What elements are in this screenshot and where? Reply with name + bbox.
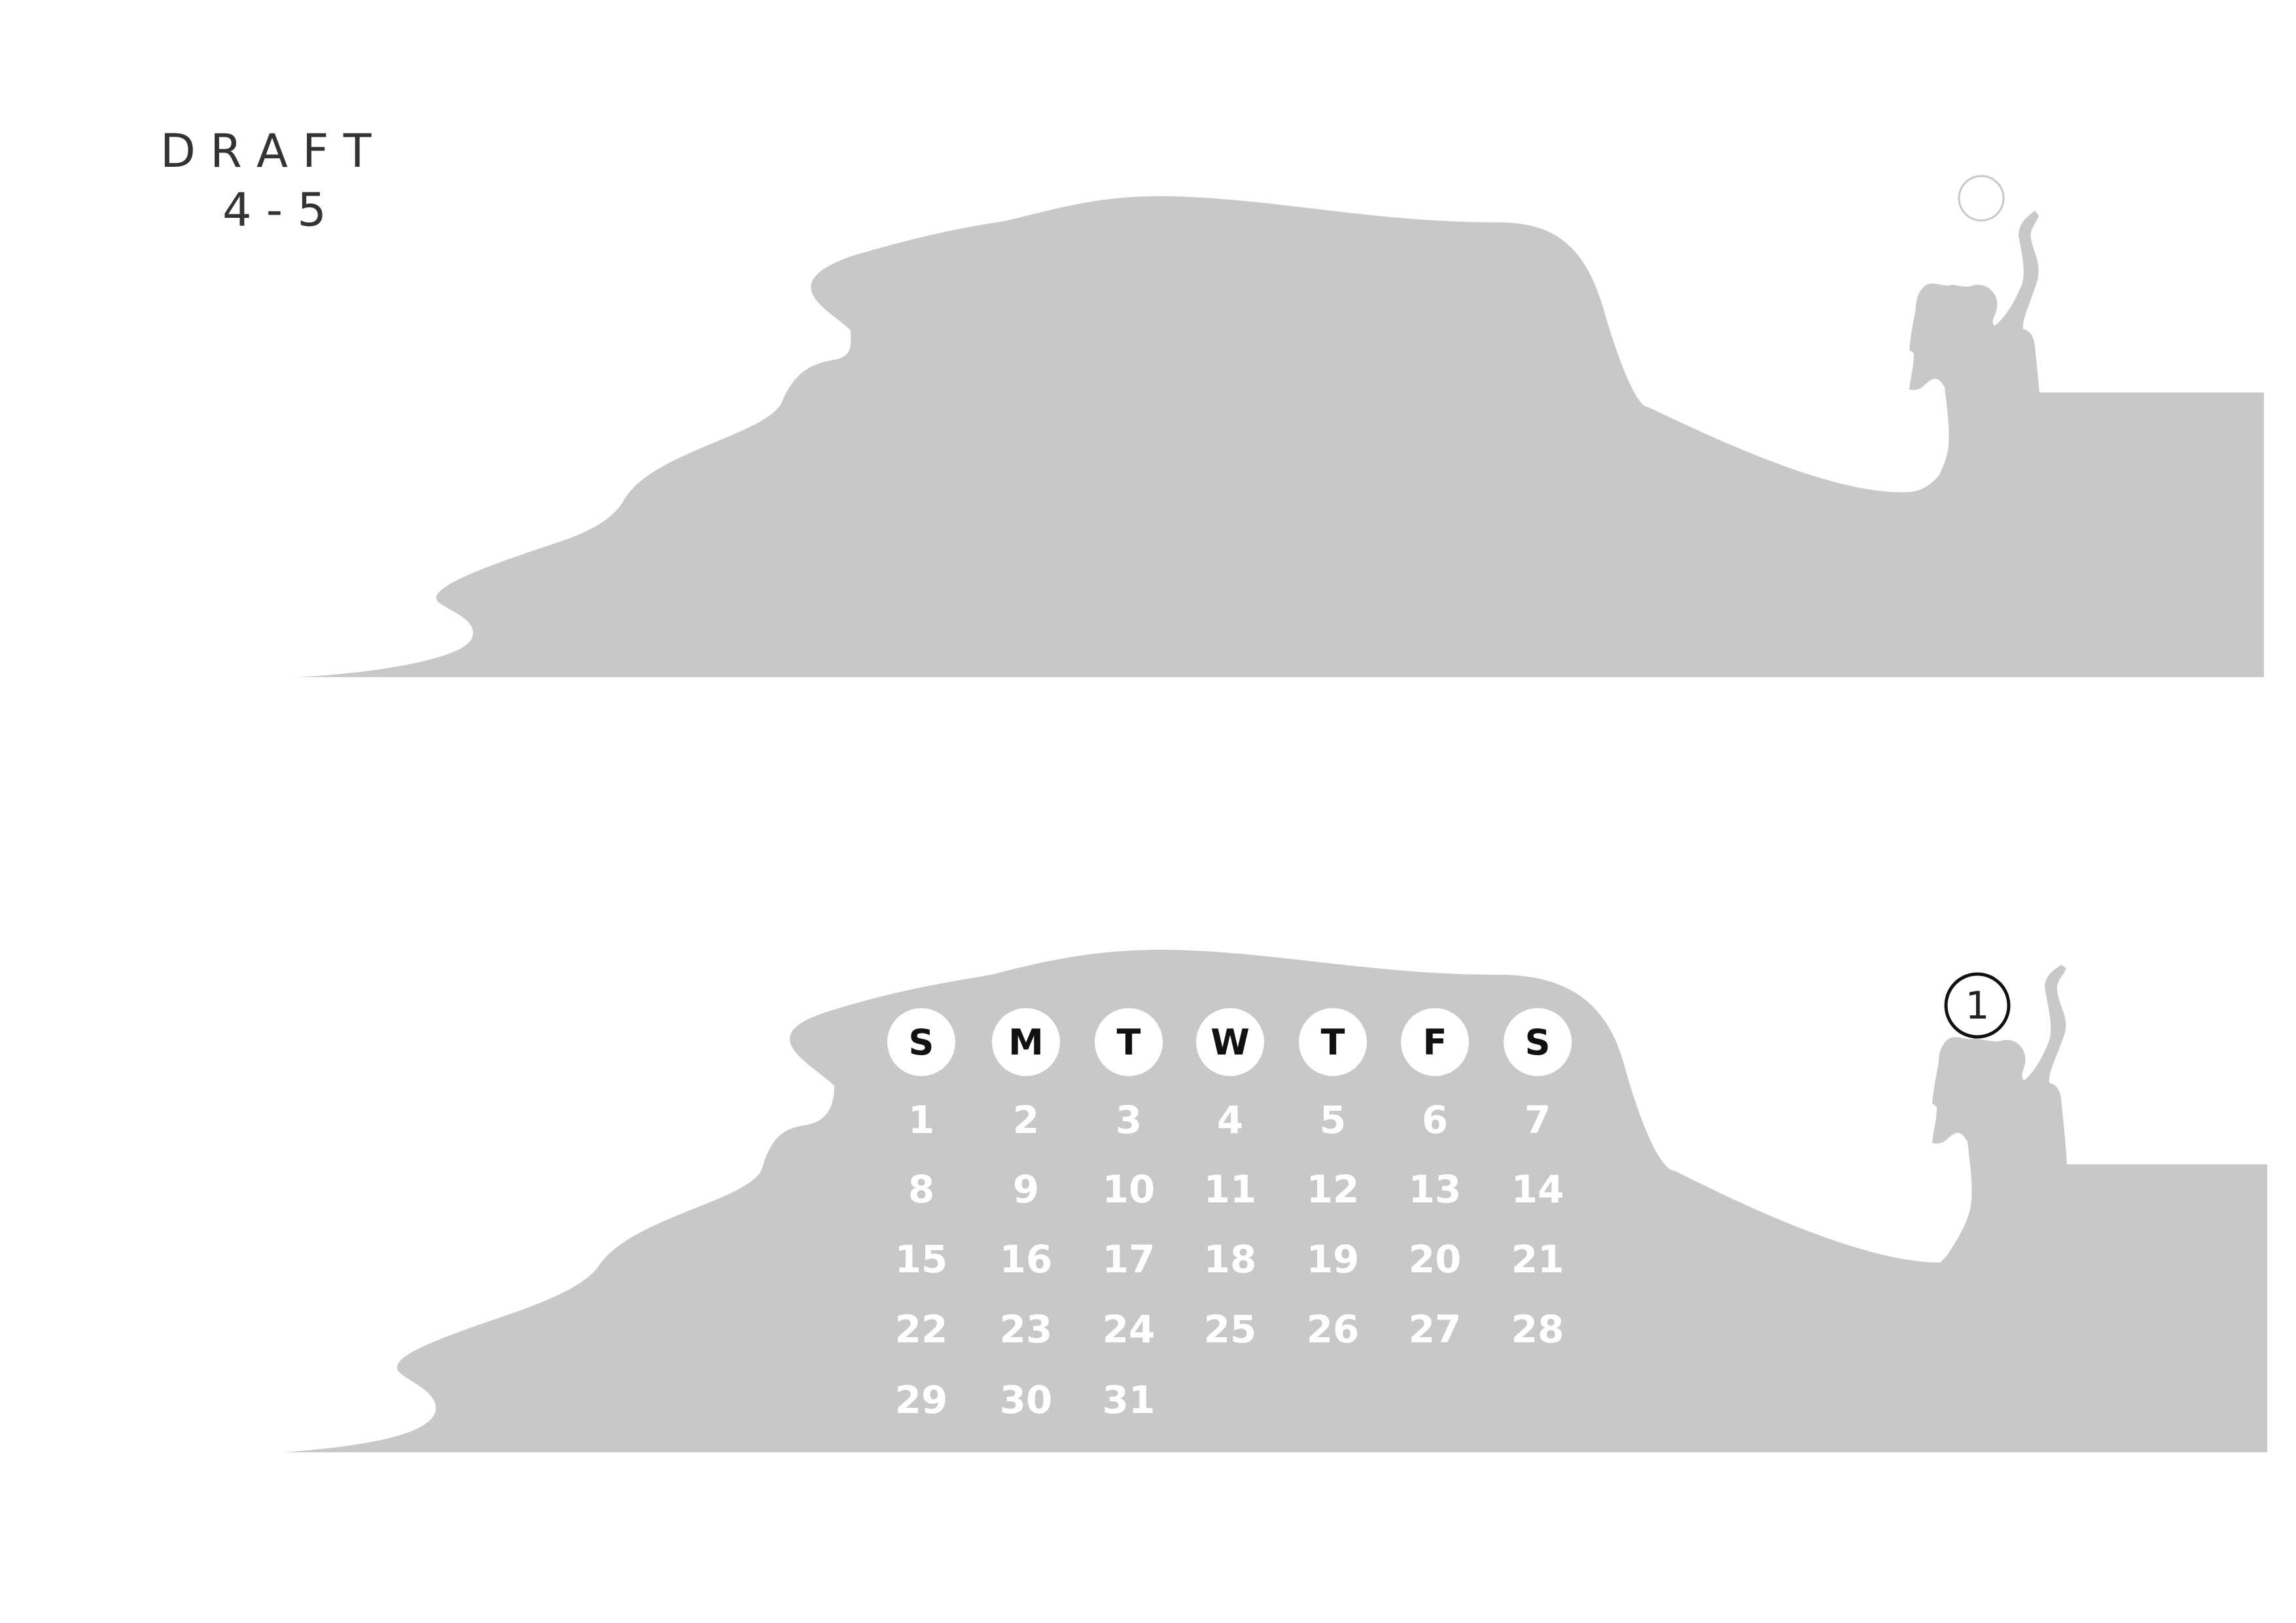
calendar-date: 6 xyxy=(1422,1098,1448,1142)
top-artwork xyxy=(298,175,2264,677)
calendar-date: 20 xyxy=(1409,1237,1462,1282)
top-silhouette-shape xyxy=(298,196,2264,677)
calendar-date: 14 xyxy=(1511,1167,1564,1212)
weekday-label: W xyxy=(1210,1022,1250,1063)
draft-title: D R A F T xyxy=(160,124,372,178)
calendar-date: 5 xyxy=(1320,1098,1346,1142)
calendar-date: 17 xyxy=(1103,1237,1156,1282)
calendar-date: 11 xyxy=(1204,1167,1257,1212)
calendar-date: 3 xyxy=(1116,1098,1142,1142)
calendar-date: 21 xyxy=(1511,1237,1564,1282)
calendar-date: 28 xyxy=(1511,1307,1564,1352)
calendar-date: 15 xyxy=(895,1237,948,1282)
calendar-date: 29 xyxy=(895,1378,948,1422)
weekday-label: S xyxy=(909,1022,934,1063)
top-figure-icon xyxy=(1909,211,2041,668)
calendar-date: 1 xyxy=(908,1098,934,1142)
weekday-circle xyxy=(1504,1008,1572,1076)
top-moon-outline-icon xyxy=(1958,175,2005,222)
calendar-date: 4 xyxy=(1217,1098,1243,1142)
calendar-date: 25 xyxy=(1204,1307,1257,1352)
calendar-date: 9 xyxy=(1013,1167,1039,1212)
calendar-date: 16 xyxy=(1000,1237,1053,1282)
calendar-date: 26 xyxy=(1307,1307,1360,1352)
weekday-label: T xyxy=(1117,1022,1141,1063)
weekday-label: M xyxy=(1008,1022,1044,1063)
calendar-date: 8 xyxy=(908,1167,934,1212)
calendar-date: 30 xyxy=(1000,1378,1053,1422)
bottom-silhouette-shape xyxy=(285,949,2267,1452)
calendar-date: 19 xyxy=(1307,1237,1360,1282)
draft-subtitle: 4 - 5 xyxy=(222,183,327,237)
calendar-date: 2 xyxy=(1013,1098,1039,1142)
weekday-circle xyxy=(1196,1008,1264,1076)
calendar-date: 18 xyxy=(1204,1237,1257,1282)
weekday-label: F xyxy=(1423,1022,1447,1063)
top-tail-wave xyxy=(1616,520,1917,677)
bottom-tail-wave xyxy=(1642,1292,1963,1452)
weekday-circle xyxy=(1299,1008,1367,1076)
calendar-date: 27 xyxy=(1409,1307,1462,1352)
calendar-date: 23 xyxy=(1000,1307,1053,1352)
calendar-date: 31 xyxy=(1103,1378,1156,1422)
calendar-date: 13 xyxy=(1409,1167,1462,1212)
weekday-circle xyxy=(1401,1008,1469,1076)
calendar-date: 22 xyxy=(895,1307,948,1352)
weekday-label: T xyxy=(1321,1022,1345,1063)
calendar-date: 7 xyxy=(1525,1098,1551,1142)
calendar-date: 12 xyxy=(1307,1167,1360,1212)
weekday-circle xyxy=(992,1008,1060,1076)
weekday-circle xyxy=(1095,1008,1163,1076)
calendar-date: 10 xyxy=(1103,1167,1156,1212)
month-badge-number: 1 xyxy=(1966,983,1990,1028)
weekday-circle xyxy=(887,1008,955,1076)
calendar-date: 24 xyxy=(1103,1307,1156,1352)
bottom-figure-icon xyxy=(1932,965,2068,1439)
month-badge-circle xyxy=(1944,972,2011,1039)
weekday-label: S xyxy=(1525,1022,1551,1063)
